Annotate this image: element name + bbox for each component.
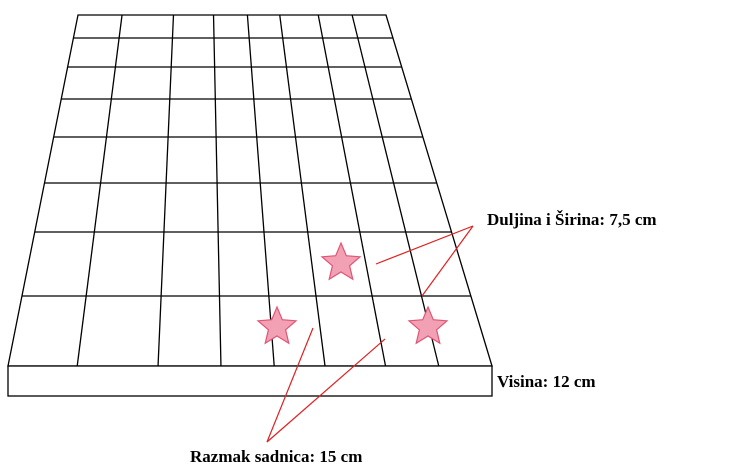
tray-base bbox=[7, 365, 493, 397]
spacing-label: Razmak sadnica: 15 cm bbox=[190, 447, 362, 466]
grid-column-line bbox=[76, 14, 123, 367]
pointer-lines bbox=[266, 225, 474, 443]
grid-column-line bbox=[279, 14, 326, 367]
height-label: Visina: 12 cm bbox=[497, 372, 596, 391]
grid-column-line bbox=[246, 14, 275, 367]
seedling-star bbox=[256, 305, 298, 345]
grid-column-line bbox=[212, 14, 222, 367]
pointer-line bbox=[266, 327, 314, 443]
pointer-line bbox=[375, 225, 474, 265]
tray-grid-lines bbox=[21, 14, 471, 367]
seedling-star bbox=[320, 241, 362, 281]
pointer-line bbox=[421, 225, 474, 297]
seedling-star bbox=[407, 305, 449, 345]
grid-column-line bbox=[317, 14, 387, 367]
dimensions-label: Duljina i Širina: 7,5 cm bbox=[487, 210, 657, 229]
grid-column-line bbox=[351, 14, 440, 367]
pointer-line bbox=[266, 338, 386, 443]
grid-column-line bbox=[157, 14, 175, 367]
